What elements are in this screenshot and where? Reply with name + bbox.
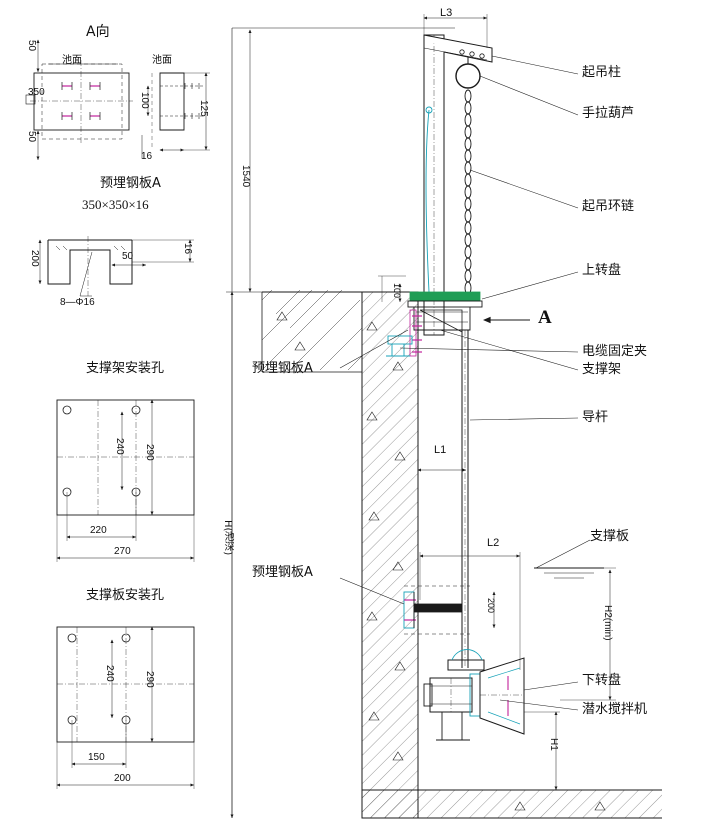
dim-ph-240: 240 bbox=[104, 665, 115, 682]
hoist-and-chain bbox=[455, 57, 481, 295]
view-a-caption: A向 bbox=[86, 24, 110, 40]
dim-va-125: 125 bbox=[198, 100, 209, 117]
callout-bracket: 支撑架 bbox=[582, 362, 622, 377]
callout-leaders bbox=[339, 55, 591, 711]
dim-pool-depth: H(池深) bbox=[222, 520, 233, 556]
lift-column bbox=[423, 14, 493, 336]
concrete-wall bbox=[261, 289, 662, 819]
callout-upper-turntable: 上转盘 bbox=[582, 263, 622, 278]
dim-ep-200: 200 bbox=[29, 250, 40, 267]
bracket-holes-title: 支撑架安装孔 bbox=[86, 361, 165, 376]
callout-submersible-mixer: 潜水搅拌机 bbox=[582, 702, 648, 717]
pool-surface-right-label: 池面 bbox=[152, 55, 172, 66]
bracket-hole-plate bbox=[56, 399, 195, 562]
pool-surface-left-label: 池面 bbox=[62, 55, 82, 66]
dim-l2: L2 bbox=[487, 537, 500, 549]
dim-bh-240: 240 bbox=[114, 438, 125, 455]
support-plate-holes-title: 支撑板安装孔 bbox=[86, 588, 165, 603]
dim-ep-16: 16 bbox=[182, 243, 193, 255]
dim-bh-270: 270 bbox=[114, 546, 131, 557]
dim-ph-150: 150 bbox=[88, 752, 105, 763]
main-dimension-frame bbox=[226, 27, 455, 818]
dim-ep-holes: 8—Φ16 bbox=[60, 297, 95, 308]
dim-ph-290: 290 bbox=[144, 671, 155, 688]
dim-va-16: 16 bbox=[141, 151, 153, 162]
callout-lift-chain: 起吊环链 bbox=[582, 199, 635, 214]
callout-lift-column: 起吊柱 bbox=[582, 65, 622, 80]
dim-bh-290: 290 bbox=[144, 444, 155, 461]
dim-va-350: 350 bbox=[28, 87, 45, 98]
dim-h1: H1 bbox=[548, 738, 559, 751]
dim-ph-200: 200 bbox=[114, 773, 131, 784]
embedded-plate-spec: 350×350×16 bbox=[82, 197, 149, 212]
dim-1540: 1540 bbox=[240, 165, 251, 188]
dim-l1: L1 bbox=[434, 444, 447, 456]
dim-ep-50: 50 bbox=[122, 251, 134, 262]
callout-lower-turntable: 下转盘 bbox=[582, 673, 622, 688]
upper-turntable bbox=[378, 275, 483, 357]
submersible-mixer bbox=[423, 649, 560, 790]
section-marker-a: A bbox=[538, 307, 552, 328]
callout-support-plate: 支撑板 bbox=[590, 529, 630, 544]
dim-h2min: H2(min) bbox=[602, 605, 613, 641]
dim-200-lower: 200 bbox=[486, 598, 496, 614]
embedded-plate-title: 预埋钢板A bbox=[100, 176, 161, 191]
embedded-plate-detail bbox=[38, 236, 194, 297]
support-plate-assembly bbox=[403, 552, 616, 701]
guide-rod bbox=[461, 330, 469, 668]
dim-va-bottom-50: 50 bbox=[26, 131, 37, 143]
dim-va-top-50: 50 bbox=[26, 40, 37, 52]
callout-embedded-plate-lower: 预埋钢板A bbox=[252, 565, 313, 580]
dim-bh-220: 220 bbox=[90, 525, 107, 536]
support-plate-hole-plate bbox=[56, 626, 195, 789]
callout-cable-clamp: 电缆固定夹 bbox=[582, 344, 648, 359]
dim-va-100: 100 bbox=[139, 92, 150, 109]
dim-100-upper: 100 bbox=[392, 283, 402, 299]
callout-hand-hoist: 手拉葫芦 bbox=[582, 106, 635, 121]
dim-l3: L3 bbox=[440, 7, 453, 19]
callout-guide-rod: 导杆 bbox=[582, 410, 609, 425]
callout-embedded-plate-upper: 预埋钢板A bbox=[252, 361, 313, 376]
view-a-detail bbox=[25, 39, 210, 160]
